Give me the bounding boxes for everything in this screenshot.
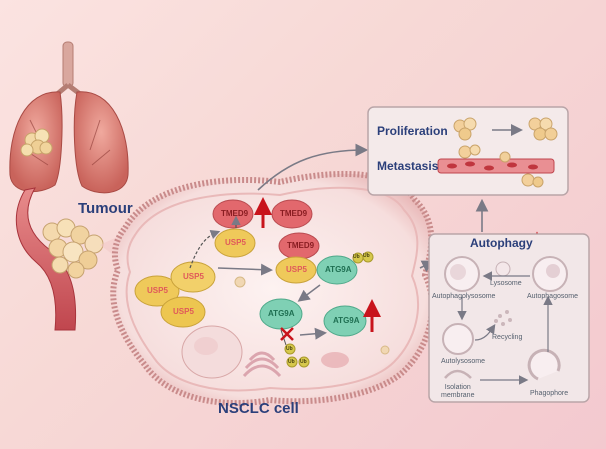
- ubiquitin-label: Ub: [286, 346, 293, 352]
- tmed9-label: TMED9: [280, 209, 308, 218]
- nsclc-cell: [110, 170, 435, 407]
- autophagolysosome-label: Autophagolysosome: [432, 293, 496, 300]
- lungs-illustration: [9, 41, 129, 194]
- usp5-label: USP5: [173, 307, 194, 316]
- phagophore-label: Phagophore: [530, 390, 569, 397]
- tmed9-label: TMED9: [287, 241, 315, 250]
- ubiquitin-label: Ub: [288, 359, 295, 365]
- proliferation-label: Proliferation: [377, 124, 448, 138]
- usp5-label: USP5: [147, 286, 168, 295]
- autophagy-title: Autophagy: [470, 236, 533, 250]
- autophagosome-label: Autophagosome: [527, 293, 578, 300]
- metastasis-label: Metastasis: [377, 159, 439, 173]
- protein-cluster: [134, 199, 374, 368]
- inhibition-cross-icon: [280, 327, 294, 341]
- autolysosome-label: Autolysosome: [441, 358, 485, 365]
- ubiquitin-label: Ub: [300, 359, 307, 365]
- lung-tumour-nodule: [20, 128, 53, 157]
- isolation-membrane-label: Isolation membrane: [441, 384, 475, 399]
- recycling-label: Recycling: [492, 334, 523, 341]
- usp5-label: USP5: [183, 272, 204, 281]
- outcomes-box: [367, 106, 569, 196]
- atg9a-label: ATG9A: [268, 309, 295, 318]
- lysosome-label: Lysosome: [490, 280, 522, 287]
- tumour-label: Tumour: [78, 200, 133, 217]
- pathway-arrows: [189, 143, 489, 346]
- usp5-label: USP5: [225, 238, 246, 247]
- usp5-label: USP5: [286, 265, 307, 274]
- atg9a-label: ATG9A: [333, 316, 360, 325]
- tmed9-label: TMED9: [221, 209, 249, 218]
- ubiquitin-label: Ub: [353, 254, 360, 260]
- atg9a-label: ATG9A: [325, 265, 352, 274]
- nsclc-cell-label: NSCLC cell: [218, 400, 299, 417]
- autophagy-box: [428, 233, 590, 403]
- ubiquitin-label: Ub: [363, 253, 370, 259]
